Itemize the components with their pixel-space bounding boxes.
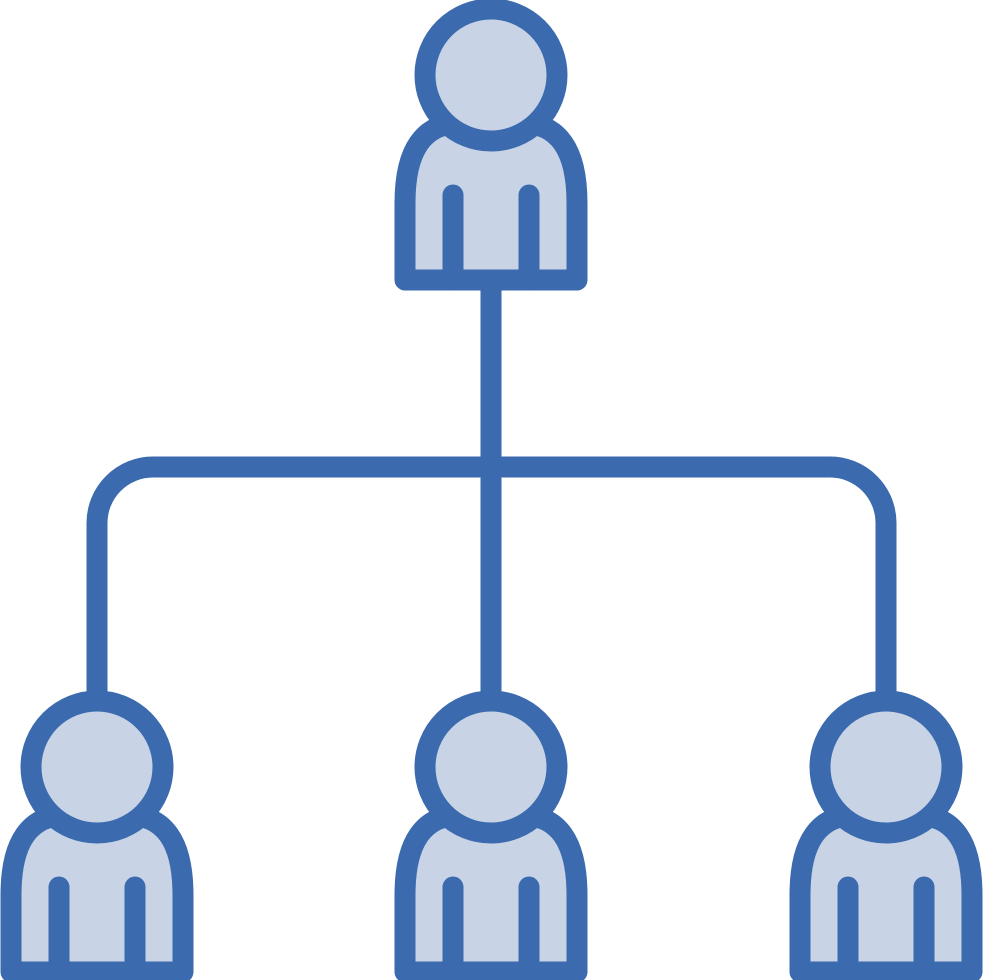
person-icon [0, 690, 194, 980]
person-head [809, 690, 963, 844]
person-head [414, 0, 568, 152]
connector-lines [86, 274, 897, 711]
person-icon [394, 690, 588, 980]
person-head [414, 690, 568, 844]
person-head [20, 690, 174, 844]
person-icon [394, 0, 588, 291]
branch-connector [86, 456, 897, 711]
person-icon [789, 690, 983, 980]
